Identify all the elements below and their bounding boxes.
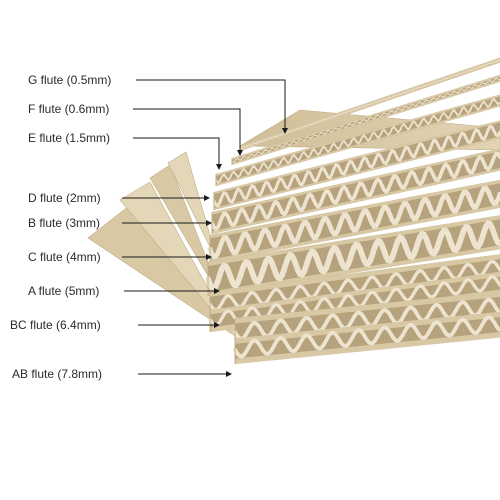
e-flute-arrowhead (216, 164, 222, 170)
label-d-flute: D flute (2mm) (28, 191, 101, 205)
d-flute-arrowhead (204, 195, 210, 201)
label-a-flute: A flute (5mm) (28, 284, 99, 298)
label-f-flute: F flute (0.6mm) (28, 102, 109, 116)
label-e-flute: E flute (1.5mm) (28, 131, 110, 145)
label-bc-flute: BC flute (6.4mm) (10, 318, 101, 332)
label-ab-flute: AB flute (7.8mm) (12, 367, 102, 381)
f-bottom-liner (232, 80, 500, 165)
g-flute-pointer (136, 80, 285, 128)
label-b-flute: B flute (3mm) (28, 216, 100, 230)
f-flute-board (232, 75, 500, 165)
ab-flute-arrowhead (226, 371, 232, 377)
f-flute-pointer (133, 109, 240, 150)
label-c-flute: C flute (4mm) (28, 250, 101, 264)
label-g-flute: G flute (0.5mm) (28, 73, 111, 87)
